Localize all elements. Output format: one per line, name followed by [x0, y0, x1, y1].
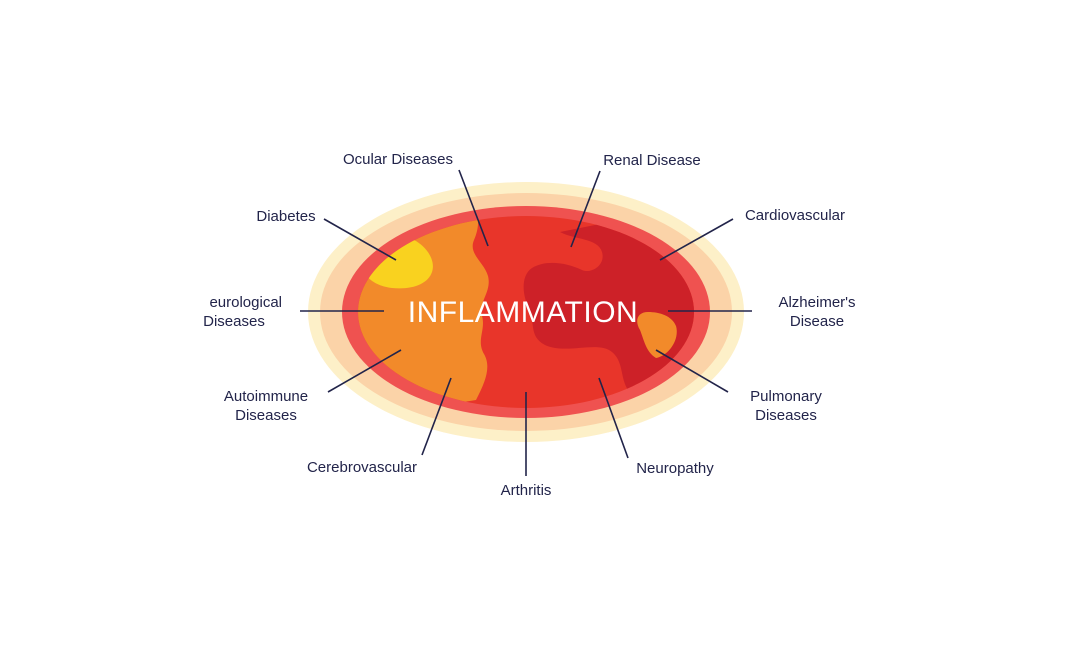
- leader-cardiovascular: [659, 218, 734, 261]
- leader-neuropathy: [598, 377, 629, 459]
- label-autoimmune-line2: Diseases: [235, 407, 297, 424]
- center-title: INFLAMMATION: [408, 296, 638, 329]
- leader-cerebrovascular: [421, 377, 452, 456]
- label-alzheimers-line1: Alzheimer's: [778, 294, 855, 311]
- label-neuropathy: Neuropathy: [636, 460, 714, 477]
- leader-renal: [570, 170, 601, 248]
- label-cerebrovascular: Cerebrovascular: [307, 459, 417, 476]
- leader-diabetes: [323, 218, 397, 261]
- label-alzheimers-line2: Disease: [790, 313, 844, 330]
- orange-patch-right: [637, 312, 677, 358]
- label-ocular-diseases: Ocular Diseases: [343, 151, 453, 168]
- label-neurological-line1: eurological: [209, 294, 282, 311]
- label-arthritis: Arthritis: [501, 482, 552, 499]
- label-diabetes: Diabetes: [256, 208, 315, 225]
- label-cardiovascular: Cardiovascular: [745, 207, 845, 224]
- label-pulmonary-line2: Diseases: [755, 407, 817, 424]
- leader-autoimmune: [327, 349, 402, 393]
- label-pulmonary-line1: Pulmonary: [750, 388, 822, 405]
- label-renal-disease: Renal Disease: [603, 152, 701, 169]
- leader-lines: [300, 169, 752, 476]
- label-autoimmune-line1: Autoimmune: [224, 388, 308, 405]
- leader-ocular: [458, 169, 489, 247]
- label-neurological-line2: Diseases: [203, 313, 265, 330]
- leader-pulmonary: [655, 349, 729, 393]
